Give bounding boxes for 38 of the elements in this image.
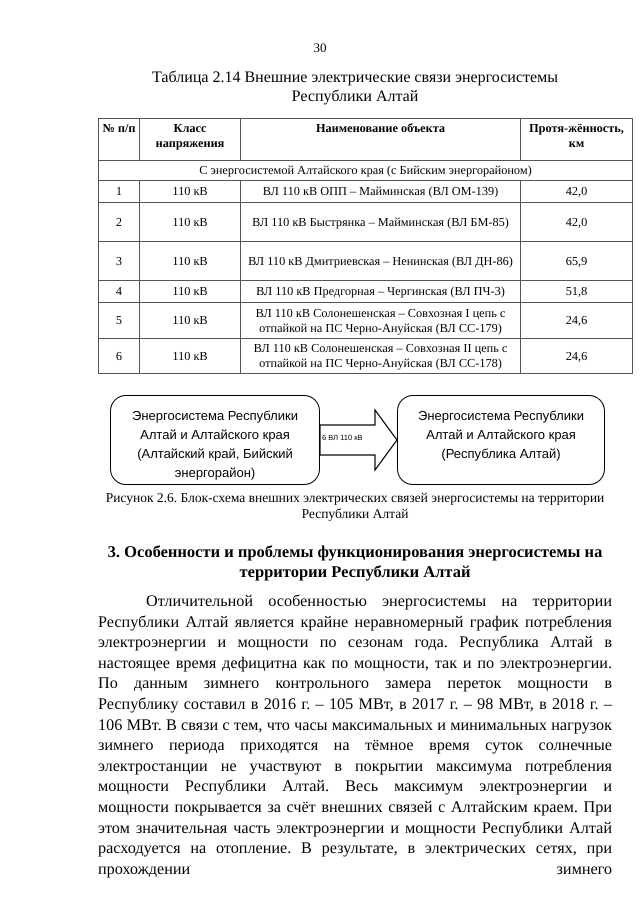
table-cell: ВЛ 110 кВ Солонешенская – Совхозная I цепь с отпайкой на ПС Черно-Ануйская (ВЛ СС-179) [240,302,520,338]
table-cell: 5 [98,302,140,338]
body-paragraph: Отличительной особенностью энергосистемы на территории Республики Алтай является крайне неравномерный график потребления электроэнергии и мощности по сезонам года. Республика Алтай в настоящее время дефицитна как по мощности, так и по электроэнергии. По данным зимнего контрольного замера переток мощности в Республику составил в 2016 г. – 105 МВт, в 2017 г. – 98 МВт, в 2018 г. – 106 МВт. В связи с тем, что часы максимальных и минимальных нагрузок зимнего периода приходятся на тёмное время суток солнечные электростанции не участвуют в покрытии максимума потребления мощности Республики Алтай. Весь максимум электроэнергии и мощности покрывается за счёт внешних связей с Алтайским краем. При этом значительная часть электроэнергии и мощности Республики Алтай расходуется на отопление. В результате, в электрических сетях, при прохождении зимнего [98,591,612,880]
table-cell: 110 кВ [140,280,240,302]
table-cell: 110 кВ [140,180,240,202]
table-cell: ВЛ 110 кВ Предгорная – Чергинская (ВЛ ПЧ-3) [240,280,520,302]
system-box [110,395,320,485]
table-cell: 3 [98,242,140,280]
column-header: Класс напряжения [140,118,240,160]
column-header: Наименование объекта [240,118,520,160]
table-cell: 6 [98,338,140,374]
table-cell: 24,6 [520,338,632,374]
table-cell: 42,0 [520,202,632,242]
table-cell: 65,9 [520,242,632,280]
box-text: Энергосистема Республики Алтай и Алтайского края (Алтайский край, Бийский энергорайон) [131,407,299,482]
column-header: № п/п [98,118,140,160]
section-heading: 3. Особенности и проблемы функционирования энергосистемы на территории Республики Алтай [106,542,604,582]
page-number: 30 [312,40,328,56]
table-cell: 24,6 [520,302,632,338]
table-cell: 4 [98,280,140,302]
table-cell: 51,8 [520,280,632,302]
table-cell: ВЛ 110 кВ Дмитриевская – Ненинская (ВЛ ДН-86) [240,242,520,280]
column-header: Протя-жённость, км [520,118,632,160]
table-cell: ВЛ 110 кВ Быстрянка – Майминская (ВЛ БМ-85) [240,202,520,242]
table-cell: 110 кВ [140,242,240,280]
table-cell: 1 [98,180,140,202]
table-cell: С энергосистемой Алтайского края (с Бийским энергорайоном) [98,160,632,180]
table-cell: 42,0 [520,180,632,202]
table-cell: 110 кВ [140,302,240,338]
box-text: Энергосистема Республики Алтай и Алтайского края (Республика Алтай) [417,407,585,463]
table-cell: ВЛ 110 кВ ОПП – Майминская (ВЛ ОМ-139) [240,180,520,202]
figure-caption: Рисунок 2.6. Блок-схема внешних электрических связей энергосистемы на территории Республики Алтай [104,490,606,522]
table-cell: 110 кВ [140,338,240,374]
table-cell: 2 [98,202,140,242]
table-cell: ВЛ 110 кВ Солонешенская – Совхозная II цепь с отпайкой на ПС Черно-Ануйская (ВЛ СС-178) [240,338,520,374]
table-cell: 110 кВ [140,202,240,242]
system-box [397,395,605,485]
table-title: Таблица 2.14 Внешние электрические связи энергосистемы Республики Алтай [151,68,559,106]
